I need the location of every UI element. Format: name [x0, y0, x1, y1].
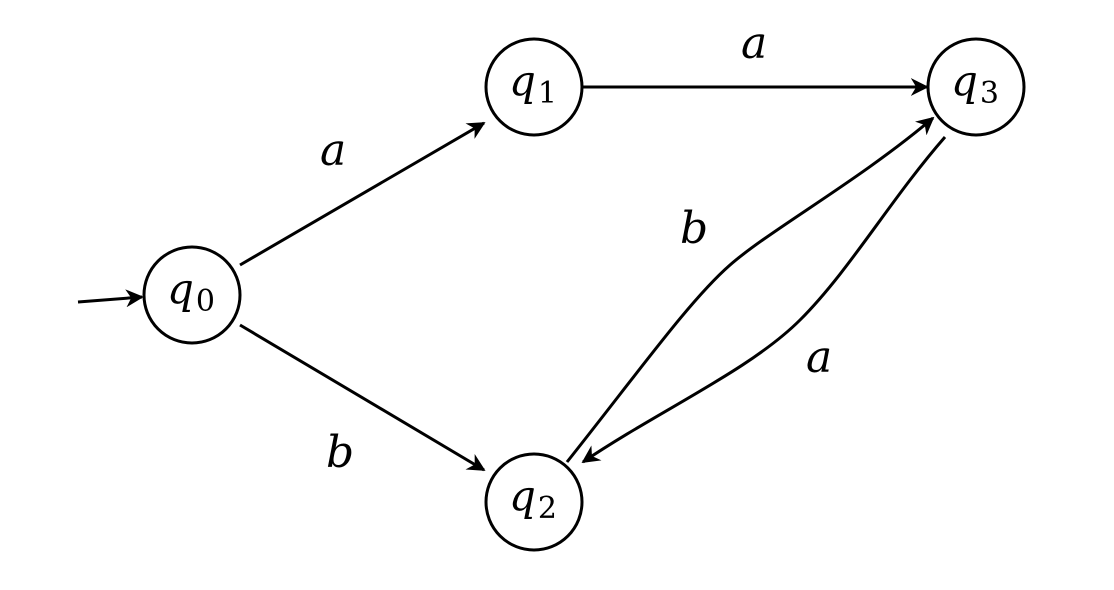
svg-text:q3: q3 [951, 56, 999, 111]
label-q0-q2: b [326, 427, 354, 478]
label-q1-q3: a [741, 18, 767, 69]
state-q0: q0 [142, 245, 242, 345]
state-q2: q2 [484, 452, 584, 552]
label-q2-q3: b [680, 203, 708, 254]
transition-q3-q2 [581, 136, 947, 464]
transition-q0-q2 [239, 323, 486, 472]
transition-q0-q1 [239, 121, 486, 267]
label-q3-q2: a [806, 332, 832, 383]
svg-text:q0: q0 [167, 264, 215, 319]
svg-text:q1: q1 [509, 56, 557, 111]
svg-text:q2: q2 [509, 471, 557, 526]
state-q3: q3 [926, 37, 1026, 137]
transition-q2-q3 [565, 116, 935, 463]
label-q0-q1: a [320, 125, 346, 176]
initial-arrow [77, 289, 144, 308]
state-q1: q1 [484, 37, 584, 137]
